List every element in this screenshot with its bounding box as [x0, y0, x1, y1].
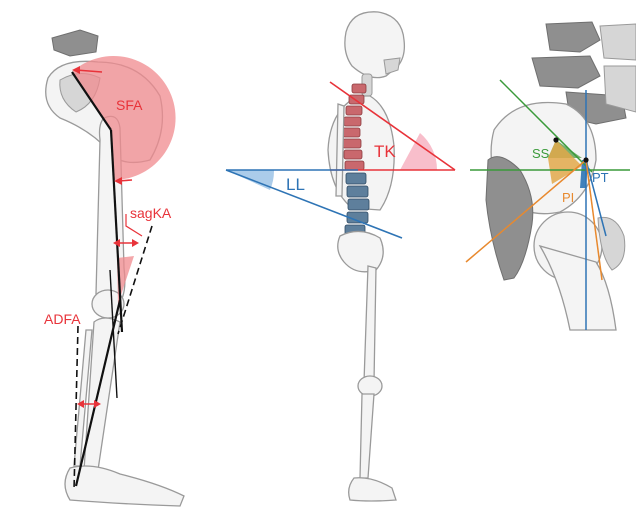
spine-femur-bone	[364, 266, 376, 382]
pelvis-l4-bone	[532, 56, 600, 88]
sagka-label: sagKA	[130, 205, 172, 221]
lumbar-vertebrae	[345, 173, 369, 236]
femoral-neck-bone	[540, 246, 616, 330]
spine-tibia-bone	[360, 394, 374, 478]
leg-panel: SFA sagKA ADFA	[44, 30, 184, 506]
tk-label: TK	[374, 142, 396, 161]
spine-knee-bone	[358, 376, 382, 396]
pt-label: PT	[592, 170, 609, 185]
pelvis-facet-lower	[604, 66, 636, 112]
ll-label: LL	[286, 175, 305, 194]
arm-bone	[336, 104, 344, 196]
spine-pelvis-bone	[338, 231, 383, 271]
sagka-arrowhead-right	[132, 239, 139, 247]
pelvis-facet-upper	[600, 24, 636, 60]
adfa-label: ADFA	[44, 311, 81, 327]
pi-label: PI	[562, 190, 574, 205]
trochanter-bone	[598, 217, 625, 270]
pelvis-panel: SS PT PI	[466, 22, 636, 330]
sfa-label: SFA	[116, 97, 143, 113]
endplate-point	[553, 137, 558, 142]
hip-center-point	[583, 157, 588, 162]
spine-panel: TK LL	[226, 12, 455, 501]
tk-sector	[400, 133, 437, 170]
leg-lumbar-bone	[52, 30, 98, 56]
spine-foot-bone	[349, 478, 396, 501]
foot-bone	[65, 466, 184, 506]
jaw-bone	[384, 58, 400, 74]
ss-label: SS	[532, 146, 550, 161]
pelvis-l3-bone	[546, 22, 600, 52]
